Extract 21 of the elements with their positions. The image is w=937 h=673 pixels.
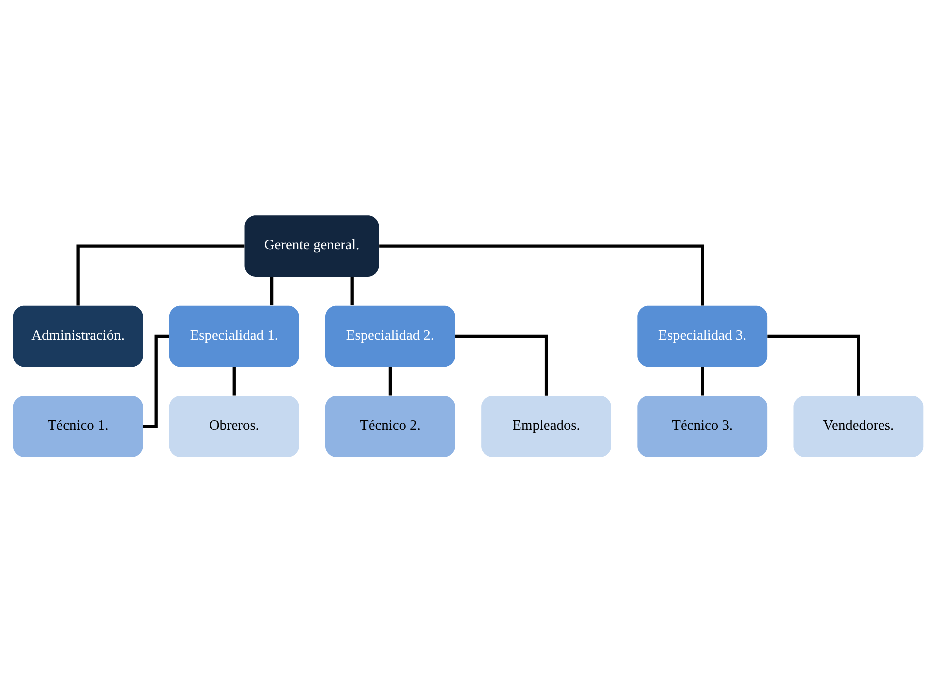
node-box: Especialidad 2.	[326, 306, 456, 368]
node-box: Especialidad 3.	[638, 306, 768, 368]
connector	[350, 277, 354, 306]
node-box: Técnico 1.	[13, 396, 144, 458]
node-box: Técnico 3.	[638, 396, 768, 458]
node-box: Administración.	[13, 306, 144, 368]
connector	[232, 367, 236, 396]
connector	[270, 277, 274, 306]
connector	[76, 244, 245, 306]
node-box: Gerente general.	[244, 216, 380, 277]
connector	[380, 244, 704, 306]
connector	[388, 367, 392, 396]
node-box: Obreros.	[169, 396, 300, 458]
node-box: Técnico 2.	[326, 396, 456, 458]
node-box: Vendedores.	[794, 396, 924, 458]
node-box: Especialidad 1.	[169, 306, 300, 368]
connector	[768, 334, 860, 396]
node-box: Empleados.	[482, 396, 612, 458]
connector	[143, 334, 170, 428]
connector	[701, 367, 704, 396]
connector	[456, 334, 548, 396]
